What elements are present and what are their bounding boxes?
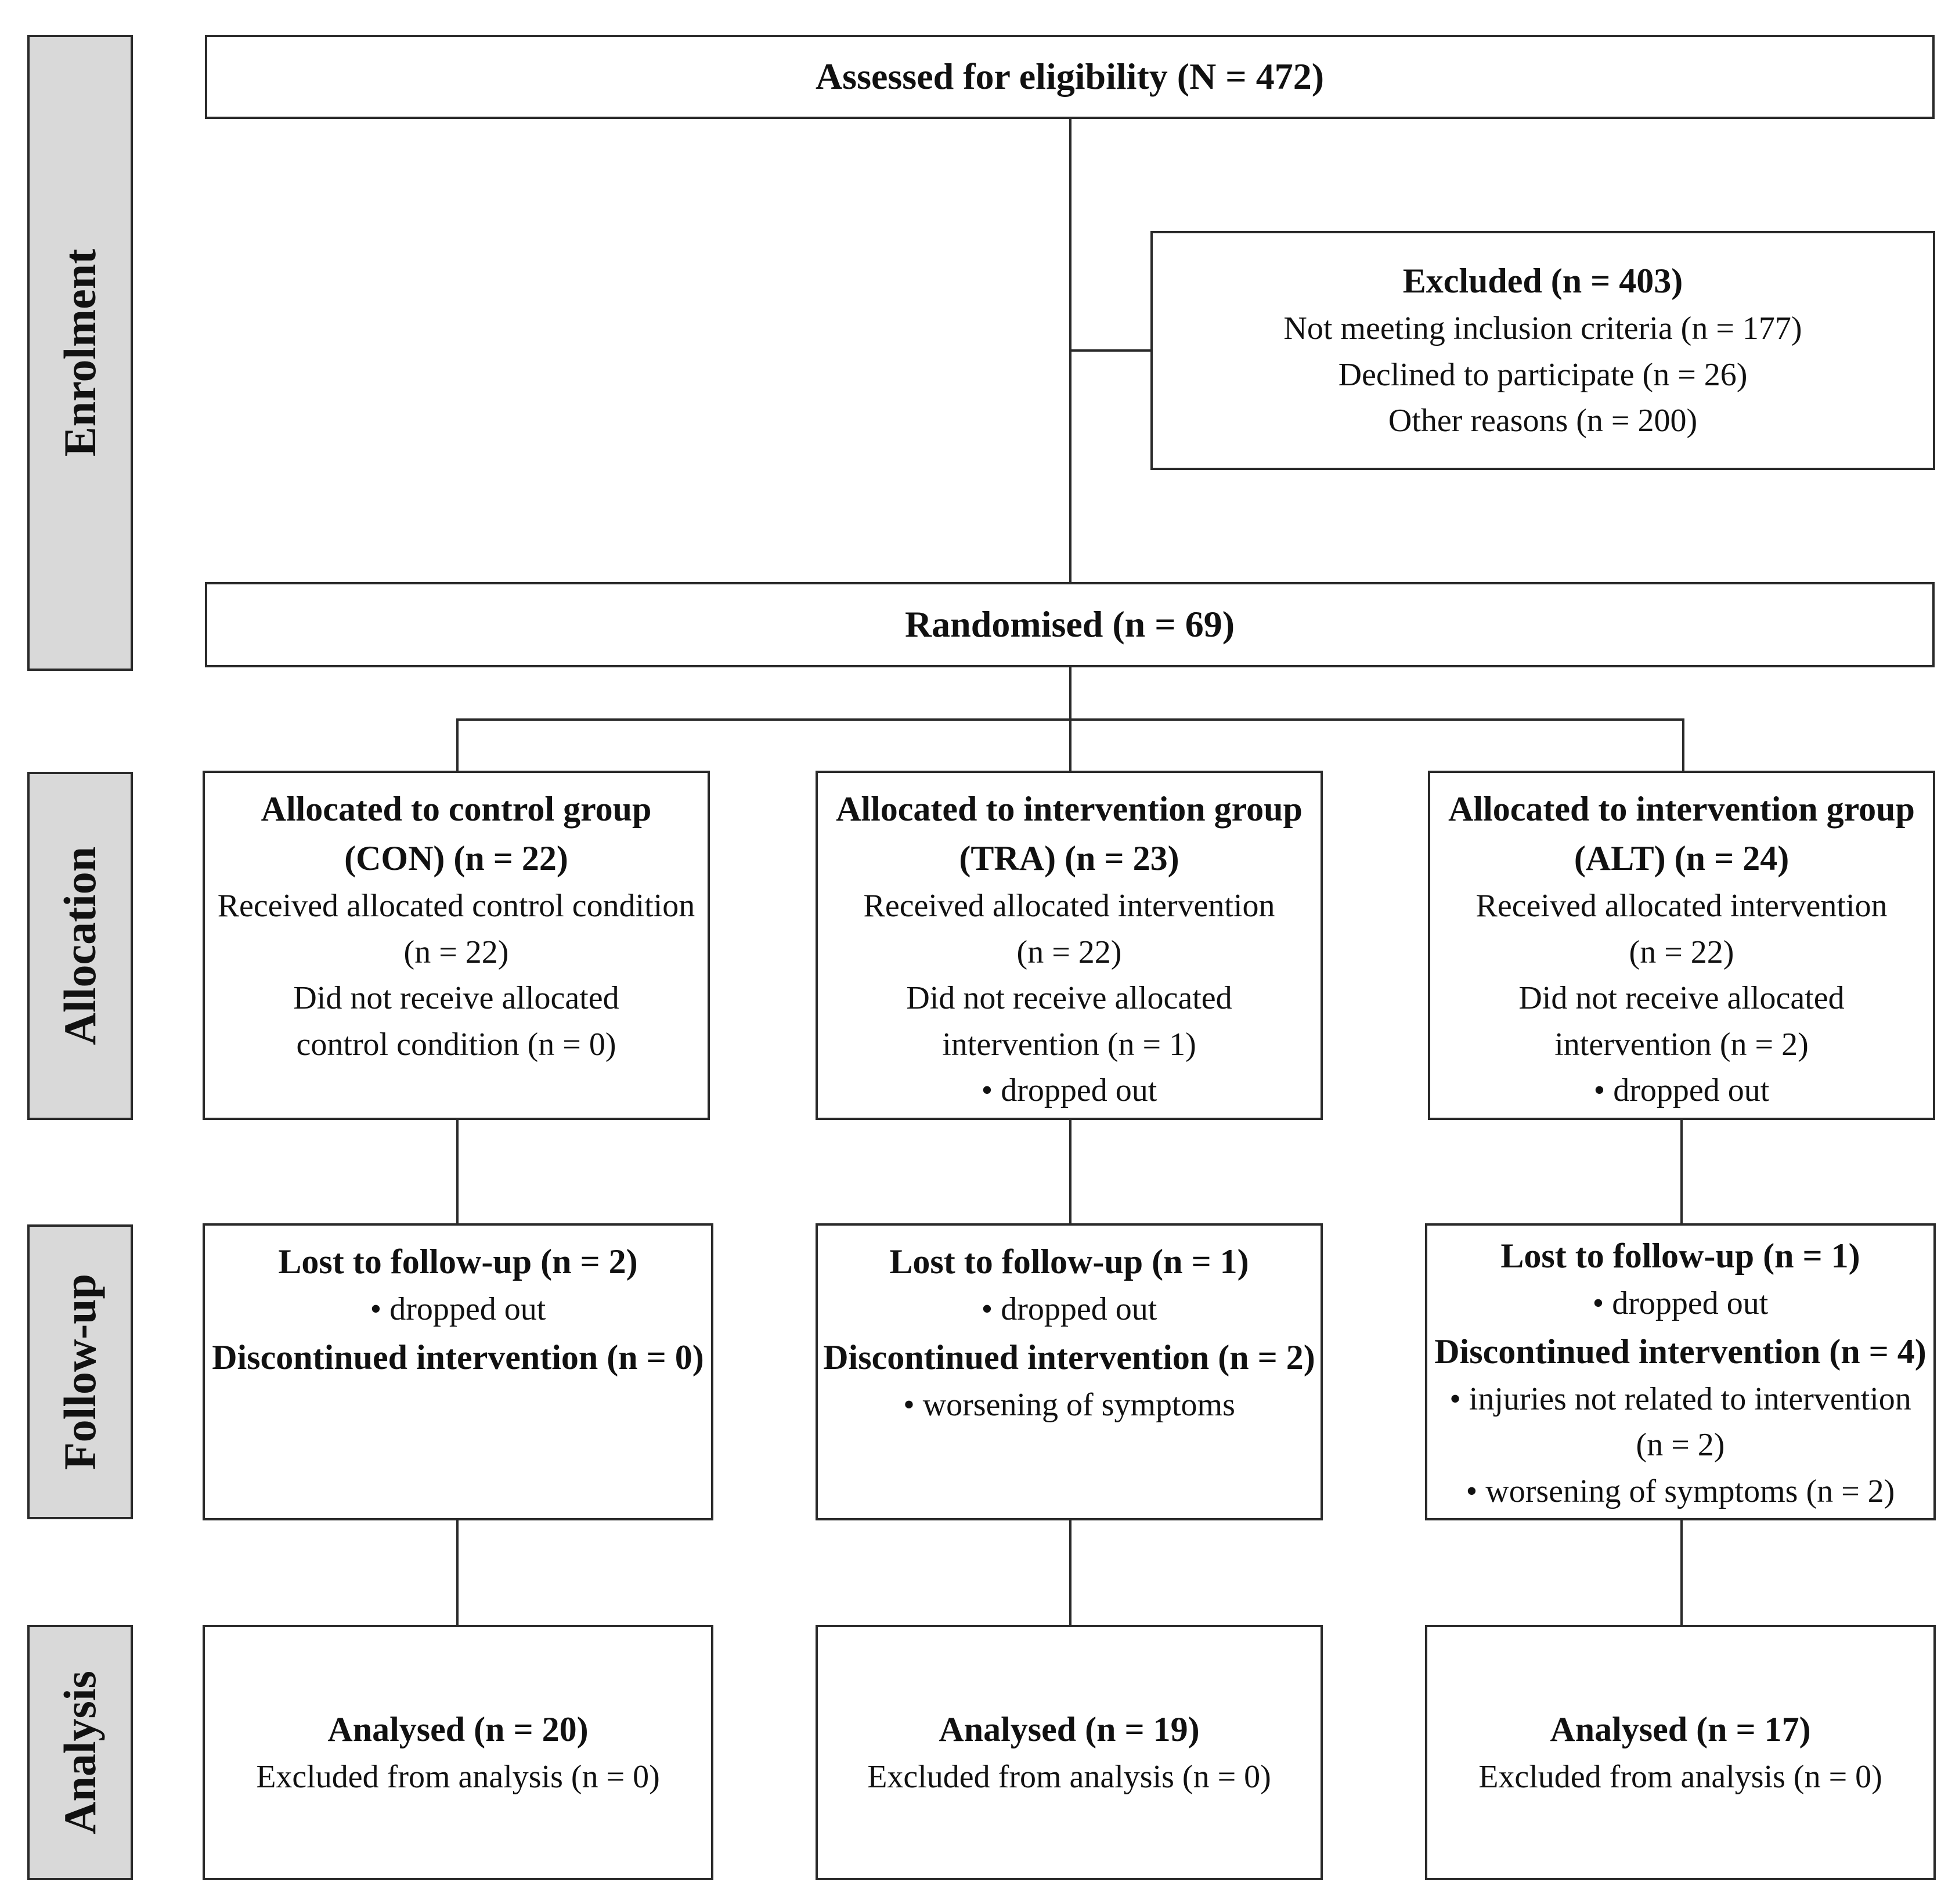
- excluded-reason-2: Declined to participate (n = 26): [1338, 356, 1748, 393]
- allocation-tra-title-2: (TRA) (n = 23): [959, 839, 1179, 878]
- allocation-alt-line-3: Did not receive allocated: [1518, 980, 1845, 1017]
- connector-to-alt: [1682, 718, 1684, 772]
- analysis-tra-analysed: Analysed (n = 19): [939, 1710, 1200, 1748]
- allocation-alt-box: Allocated to intervention group (ALT) (n…: [1428, 771, 1935, 1120]
- analysis-alt-analysed: Analysed (n = 17): [1550, 1710, 1811, 1748]
- followup-con-lost: Lost to follow-up (n = 2): [278, 1242, 638, 1281]
- allocation-con-line-2: (n = 22): [403, 934, 509, 970]
- allocation-tra-line-2: (n = 22): [1016, 934, 1122, 970]
- allocation-con-line-3: Did not receive allocated: [293, 980, 619, 1017]
- assessed-text: Assessed for eligibility (N = 472): [815, 56, 1325, 97]
- allocation-alt-line-4: intervention (n = 2): [1554, 1026, 1809, 1063]
- allocation-tra-line-3: Did not receive allocated: [906, 980, 1232, 1017]
- excluded-reason-1: Not meeting inclusion criteria (n = 177): [1283, 310, 1802, 347]
- stage-follow-up-label: Follow-up: [55, 1273, 105, 1471]
- connector-con-alloc-followup: [456, 1119, 459, 1225]
- connector-tra-followup-analysis: [1069, 1519, 1072, 1627]
- analysis-tra-box: Analysed (n = 19) Excluded from analysis…: [816, 1625, 1323, 1880]
- stage-analysis-label: Analysis: [55, 1671, 105, 1834]
- allocation-con-line-1: Received allocated control condition: [217, 888, 695, 924]
- followup-con-lost-reason: • dropped out: [370, 1291, 546, 1328]
- allocation-alt-line-1: Received allocated intervention: [1475, 888, 1888, 924]
- analysis-alt-box: Analysed (n = 17) Excluded from analysis…: [1425, 1625, 1936, 1880]
- followup-alt-discontinued: Discontinued intervention (n = 4): [1434, 1332, 1926, 1371]
- stage-allocation: Allocation: [27, 772, 133, 1120]
- followup-alt-lost: Lost to follow-up (n = 1): [1500, 1237, 1860, 1275]
- assessed-box: Assessed for eligibility (N = 472): [205, 35, 1935, 119]
- allocation-alt-title-1: Allocated to intervention group: [1448, 790, 1915, 828]
- randomised-box: Randomised (n = 69): [205, 582, 1935, 667]
- allocation-con-box: Allocated to control group (CON) (n = 22…: [203, 771, 710, 1120]
- stage-follow-up: Follow-up: [27, 1224, 133, 1519]
- allocation-con-title-2: (CON) (n = 22): [344, 839, 568, 878]
- allocation-alt-title-2: (ALT) (n = 24): [1574, 839, 1790, 878]
- connector-allocation-bar: [456, 718, 1684, 721]
- followup-alt-box: Lost to follow-up (n = 1) • dropped out …: [1425, 1223, 1936, 1520]
- followup-alt-discontinued-reason-3: • worsening of symptoms (n = 2): [1466, 1473, 1895, 1509]
- allocation-con-line-4: control condition (n = 0): [296, 1026, 616, 1063]
- analysis-con-box: Analysed (n = 20) Excluded from analysis…: [203, 1625, 713, 1880]
- followup-tra-discontinued: Discontinued intervention (n = 2): [823, 1338, 1315, 1376]
- analysis-con-excluded: Excluded from analysis (n = 0): [256, 1758, 660, 1795]
- followup-alt-discontinued-reason-1: • injuries not related to intervention: [1449, 1381, 1911, 1417]
- connector-con-followup-analysis: [456, 1519, 459, 1627]
- followup-alt-lost-reason: • dropped out: [1592, 1285, 1769, 1322]
- connector-alt-alloc-followup: [1680, 1119, 1683, 1225]
- followup-con-discontinued: Discontinued intervention (n = 0): [212, 1338, 704, 1376]
- analysis-con-analysed: Analysed (n = 20): [327, 1710, 589, 1748]
- excluded-reason-3: Other reasons (n = 200): [1388, 403, 1698, 439]
- analysis-alt-excluded: Excluded from analysis (n = 0): [1478, 1758, 1882, 1795]
- analysis-tra-excluded: Excluded from analysis (n = 0): [867, 1758, 1271, 1795]
- followup-alt-discontinued-reason-2: (n = 2): [1636, 1427, 1725, 1464]
- allocation-tra-title-1: Allocated to intervention group: [836, 790, 1303, 828]
- followup-tra-box: Lost to follow-up (n = 1) • dropped out …: [816, 1223, 1323, 1520]
- followup-tra-lost: Lost to follow-up (n = 1): [889, 1242, 1249, 1281]
- allocation-tra-line-1: Received allocated intervention: [863, 888, 1275, 924]
- allocation-tra-line-4: intervention (n = 1): [942, 1026, 1196, 1063]
- stage-allocation-label: Allocation: [55, 846, 105, 1046]
- stage-analysis: Analysis: [27, 1625, 133, 1880]
- connector-to-con: [456, 718, 459, 772]
- allocation-alt-line-2: (n = 22): [1629, 934, 1734, 970]
- followup-tra-discontinued-reason-1: • worsening of symptoms: [903, 1386, 1235, 1423]
- connector-to-excluded: [1069, 349, 1152, 352]
- followup-con-box: Lost to follow-up (n = 2) • dropped out …: [203, 1223, 713, 1520]
- excluded-title: Excluded (n = 403): [1402, 262, 1683, 301]
- excluded-box: Excluded (n = 403) Not meeting inclusion…: [1150, 231, 1935, 470]
- connector-tra-alloc-followup: [1069, 1119, 1072, 1225]
- allocation-tra-box: Allocated to intervention group (TRA) (n…: [816, 771, 1323, 1120]
- allocation-tra-line-5: • dropped out: [981, 1072, 1157, 1109]
- stage-enrolment-label: Enrolment: [55, 248, 105, 457]
- allocation-alt-line-5: • dropped out: [1593, 1072, 1770, 1109]
- randomised-text: Randomised (n = 69): [904, 604, 1235, 645]
- allocation-con-title-1: Allocated to control group: [261, 790, 652, 828]
- followup-tra-lost-reason: • dropped out: [981, 1291, 1157, 1328]
- connector-alt-followup-analysis: [1680, 1519, 1683, 1627]
- stage-enrolment: Enrolment: [27, 35, 133, 671]
